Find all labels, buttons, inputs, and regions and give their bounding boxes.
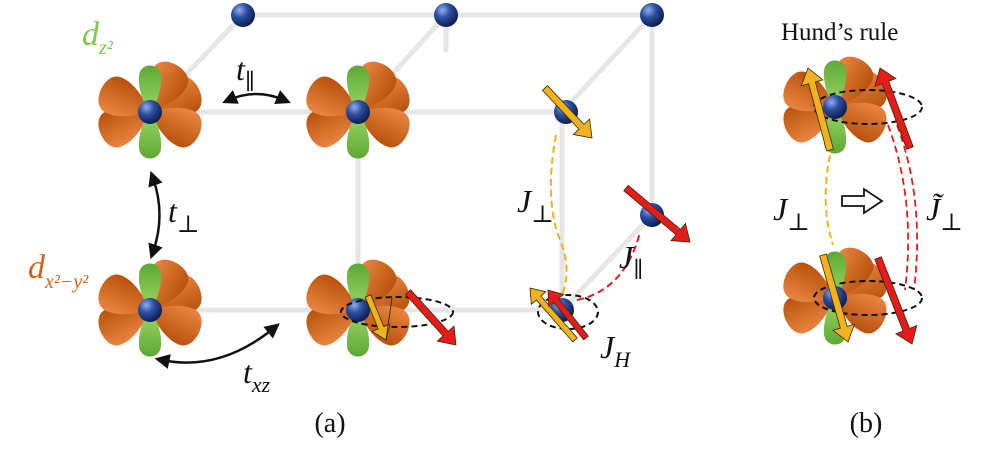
dx2y2-lobe xyxy=(783,262,835,303)
label-t-xz: txz xyxy=(243,354,271,397)
dx2y2-lobe xyxy=(835,293,887,334)
atom xyxy=(434,3,458,27)
implies-arrow xyxy=(841,187,884,215)
orbital-clusters-panel-a xyxy=(98,61,410,357)
atom xyxy=(346,100,370,124)
spin-arrow xyxy=(874,256,918,345)
spin-arrow xyxy=(385,297,393,341)
atom xyxy=(138,100,162,124)
dx2y2-lobe xyxy=(306,107,358,148)
spin-arrow xyxy=(364,294,391,341)
dx2y2-lobe xyxy=(306,76,358,117)
label-J-perp-b: J⊥ xyxy=(773,191,810,236)
dx2y2-lobe xyxy=(98,76,150,117)
orbital-cluster xyxy=(306,259,410,357)
dz2-lobe xyxy=(346,65,370,112)
panel-label-b: (b) xyxy=(850,408,883,439)
hund-ellipse xyxy=(813,280,923,316)
dx2y2-lobe xyxy=(98,274,150,315)
orbital-cluster xyxy=(98,259,202,357)
spin-arrows xyxy=(364,67,918,346)
spin-arrow xyxy=(541,85,593,139)
exchange-dashes-b xyxy=(824,124,919,291)
dz2-lobe xyxy=(138,263,162,310)
J-par-dash xyxy=(576,231,641,301)
hund-ellipse xyxy=(537,294,599,330)
label-J-tilde-perp: J̃⊥ xyxy=(926,191,963,236)
dz2-lobe xyxy=(823,60,847,107)
label-dz2: dz² xyxy=(82,16,114,59)
spin-arrow xyxy=(800,67,834,152)
label-hund-rule: Hund’s rule xyxy=(781,19,898,46)
panel-label-a: (a) xyxy=(314,408,345,439)
atom xyxy=(138,298,162,322)
dx2y2-lobe xyxy=(358,107,410,148)
spin-arrow xyxy=(547,289,589,341)
spin-arrow xyxy=(623,184,691,243)
dx2y2-lobe xyxy=(783,71,835,112)
label-dx2y2: dx²−y² xyxy=(28,249,89,293)
dx2y2-lobe xyxy=(783,293,835,334)
label-J-perp-a: J⊥ xyxy=(517,183,554,228)
spin-arrow xyxy=(404,289,457,346)
dx2y2-lobe xyxy=(306,305,358,346)
labels: dz² dx²−y² t∥ t⊥ txz J⊥ J∥ JH Hund’s rul… xyxy=(28,16,963,439)
label-J-par: J∥ xyxy=(619,239,643,282)
atom xyxy=(823,95,847,119)
atom xyxy=(231,3,255,27)
atom xyxy=(640,3,664,27)
J-perp-dash xyxy=(549,134,568,296)
dz2-lobe xyxy=(346,112,370,159)
spin-arrow xyxy=(819,253,856,343)
dx2y2-lobe xyxy=(98,305,150,346)
J-tilde-dash-2 xyxy=(896,124,919,291)
hopping-arrows xyxy=(148,90,291,369)
label-J-H: JH xyxy=(600,329,631,372)
hund-ellipse xyxy=(340,296,454,328)
dz2-lobe xyxy=(346,263,370,310)
t-xz-arrow xyxy=(154,323,280,369)
t-par-arrow xyxy=(222,90,291,104)
spin-arrow xyxy=(529,287,578,343)
J-tilde-dash-1 xyxy=(887,124,910,291)
label-t-par: t∥ xyxy=(236,51,255,94)
lattice-bonds xyxy=(147,12,655,313)
spin-arrow xyxy=(874,67,914,150)
dx2y2-lobe xyxy=(98,107,150,148)
dz2-lobe xyxy=(138,65,162,112)
label-t-perp: t⊥ xyxy=(168,193,199,238)
hund-ellipse xyxy=(813,89,923,125)
t-perp-arrow xyxy=(148,170,163,260)
hund-ellipses xyxy=(340,89,923,330)
dz2-lobe xyxy=(138,112,162,159)
orbital-cluster xyxy=(98,61,202,159)
exchange-dashes-a xyxy=(549,134,641,301)
dx2y2-lobe xyxy=(835,102,887,143)
J-perp-dash-b xyxy=(824,154,834,246)
dx2y2-lobe xyxy=(150,107,202,148)
orbital-cluster xyxy=(783,56,887,154)
orbital-cluster xyxy=(306,61,410,159)
dx2y2-lobe xyxy=(306,274,358,315)
